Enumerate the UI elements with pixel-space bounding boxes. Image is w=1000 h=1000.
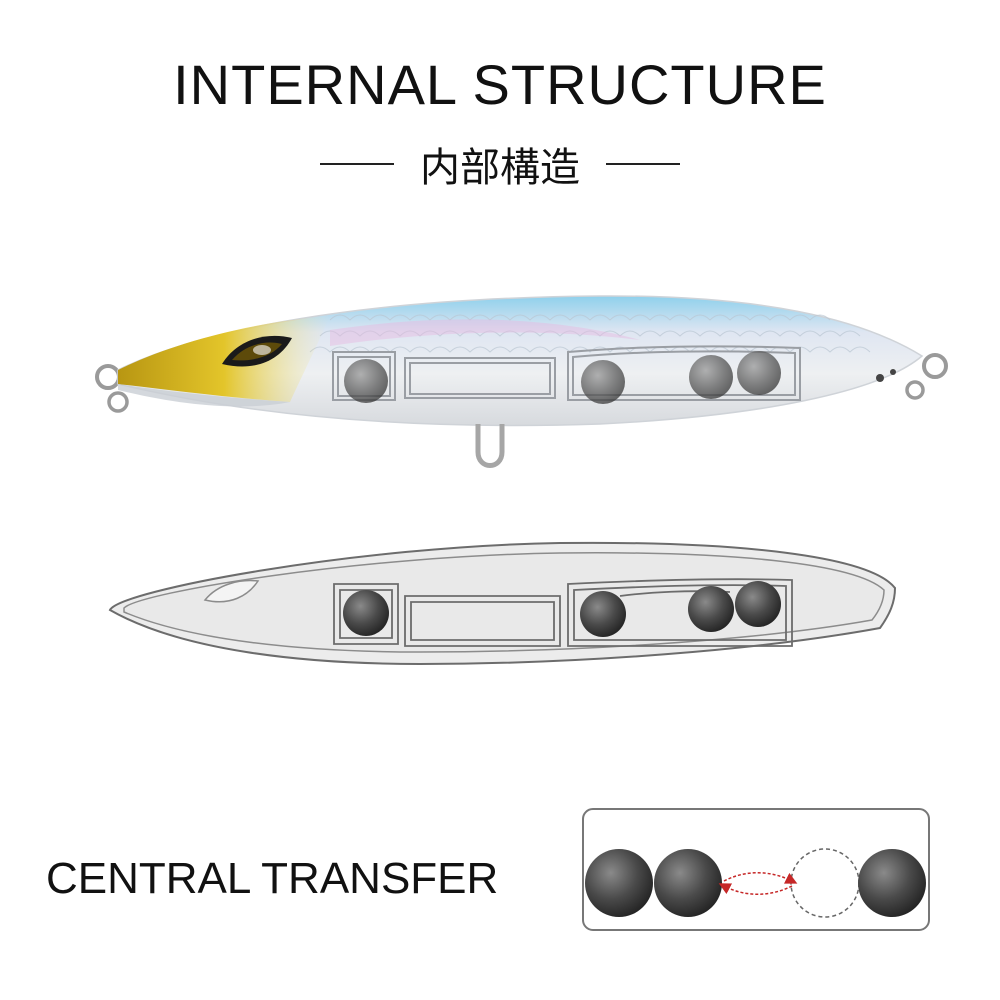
cutaway-eye-icon [203, 579, 260, 603]
lure-weight-balls [344, 351, 781, 404]
central-transfer-diagram [582, 808, 930, 931]
tail-dot [876, 374, 884, 382]
subtitle-row: 内部構造 [0, 135, 1000, 193]
transfer-arrow-icon [723, 872, 798, 884]
cutaway-chambers [333, 578, 793, 647]
central-transfer-label: CENTRAL TRANSFER [46, 854, 499, 903]
weight-ball-icon [688, 586, 734, 632]
weight-ball-icon [689, 355, 733, 399]
weight-ball-icon [580, 591, 626, 637]
weight-ball-icon [737, 351, 781, 395]
transfer-arrow-icon [718, 883, 793, 895]
page-subtitle: 内部構造 [420, 145, 580, 191]
iridescent-streak [330, 319, 640, 346]
weight-ball-icon [343, 590, 389, 636]
subtitle-rule-right [606, 163, 680, 165]
belly-hook-eye-icon [475, 424, 505, 468]
weight-ball-icon [654, 849, 722, 917]
cutaway-weight-balls [343, 581, 781, 637]
tail-dot [890, 369, 896, 375]
subtitle-rule-left [320, 163, 394, 165]
rear-split-ring-icon [905, 353, 948, 400]
weight-ball-icon [581, 360, 625, 404]
weight-ball-icon [735, 581, 781, 627]
lure-cutaway [108, 541, 897, 666]
weight-ball-icon [585, 849, 653, 917]
lure-photo [95, 295, 948, 468]
internal-chambers [332, 345, 801, 401]
weight-ball-icon [858, 849, 926, 917]
empty-ball-slot-icon [790, 848, 860, 918]
weight-ball-icon [344, 359, 388, 403]
lure-eye-icon [222, 335, 292, 367]
head-belly [118, 384, 290, 407]
page-title: INTERNAL STRUCTURE [173, 53, 827, 116]
